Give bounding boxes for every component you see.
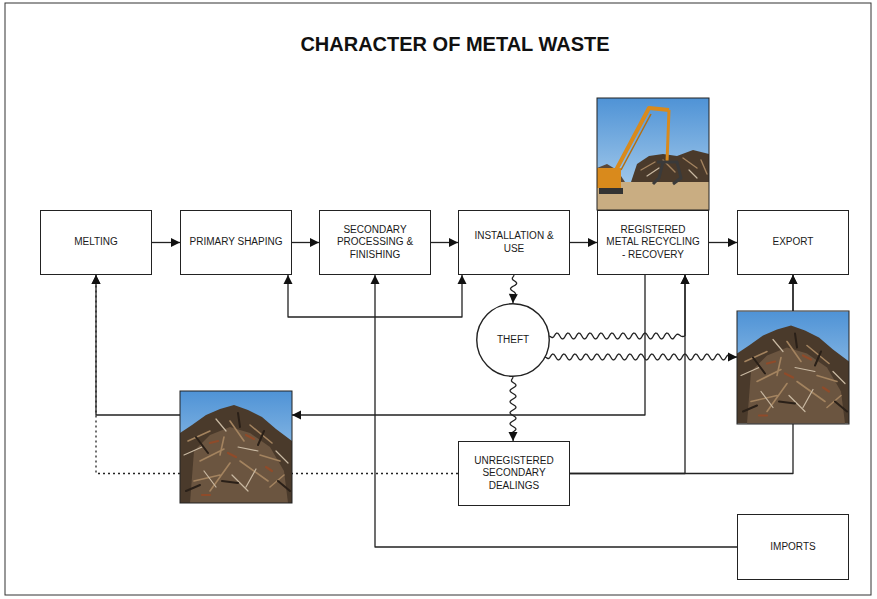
flow-connector [509,377,518,441]
flow-connector [549,275,690,339]
flow-connector [509,275,518,303]
flow-connector [570,275,798,474]
process-box: MELTING [40,210,152,275]
process-box: UNREGISTERED SECONDARY DEALINGS [458,441,570,506]
arrow-head [371,275,380,284]
flow-connector [545,275,798,362]
arrow-head [92,275,101,284]
node-label: THEFT [497,334,529,347]
flow-connector [570,238,597,247]
arrow-head [449,238,458,247]
recycling-yard-photo [597,98,709,210]
arrow-head [310,238,319,247]
frame [5,3,871,595]
flow-connector [709,238,737,247]
event-circle: THEFT [476,303,550,377]
arrow-head [789,275,798,284]
process-box: REGISTERED METAL RECYCLING - RECOVERY [597,210,709,275]
node-label: SECONDARY PROCESSING & FINISHING [326,224,424,262]
connector-line [96,275,180,474]
arrow-head [284,275,293,284]
diagram-title: CHARACTER OF METAL WASTE [180,33,730,56]
node-label: REGISTERED METAL RECYCLING - RECOVERY [604,224,702,262]
node-label: UNREGISTERED SECONDARY DEALINGS [465,455,563,493]
arrow-head [92,275,101,284]
connector-line [549,333,685,339]
arrow-head [171,238,180,247]
connector-line [292,275,645,415]
connector-line [570,275,685,474]
arrow-head [292,411,301,420]
arrow-head [728,238,737,247]
scrap-pile-photo [180,391,292,503]
process-box: IMPORTS [737,514,849,580]
arrow-head [728,353,737,362]
node-label: MELTING [74,236,118,249]
arrow-head [588,238,597,247]
connector-line [96,275,180,415]
flow-connector [284,275,467,317]
flow-connector [92,275,459,474]
connector-line [545,354,737,360]
node-label: PRIMARY SHAPING [190,236,283,249]
flow-connector [92,275,646,420]
flow-connector [292,238,319,247]
process-box: INSTALLATION & USE [458,210,570,275]
arrow-head [789,275,798,284]
process-box: SECONDARY PROCESSING & FINISHING [319,210,431,275]
connector-line [375,275,737,547]
arrow-head [681,275,690,284]
process-box: EXPORT [737,210,849,275]
flow-connector [371,275,738,547]
arrow-head [681,275,690,284]
arrow-head [509,432,518,441]
scrap-pile-photo [737,311,849,424]
flow-connector [152,238,180,247]
node-label: EXPORT [773,236,814,249]
process-box: PRIMARY SHAPING [180,210,292,275]
arrow-head [458,275,467,284]
flow-connector [570,275,690,474]
node-label: IMPORTS [770,541,815,554]
node-label: INSTALLATION & USE [465,230,563,255]
connector-line [288,275,462,317]
flow-connector [431,238,458,247]
connector-line [510,377,516,441]
arrow-head [509,294,518,303]
connector-line [570,424,793,474]
